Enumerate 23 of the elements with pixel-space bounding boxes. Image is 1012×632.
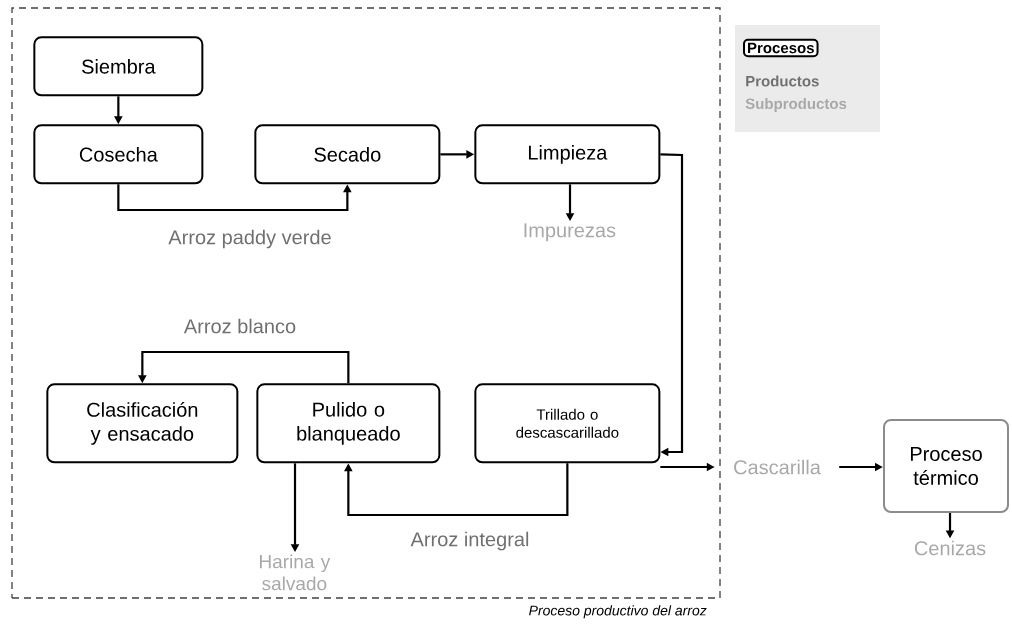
edge-label: Arroz paddy verde: [166, 227, 334, 251]
byproduct-text: Harina y salvado: [260, 554, 331, 591]
dashed-region: [11, 7, 721, 599]
process-box: Secado: [254, 124, 441, 185]
edge-label: Arroz integral: [408, 529, 532, 553]
legend-item: Productos: [746, 75, 819, 87]
legend-item: Procesos: [743, 38, 819, 58]
process-box: Clasificación y ensacado: [46, 383, 239, 464]
byproduct-text: Impurezas: [524, 223, 616, 242]
process-box: Proceso térmico: [883, 419, 1009, 513]
arrow: [138, 350, 350, 384]
byproduct-text: Cenizas: [914, 540, 986, 556]
edge-label: Arroz blanco: [181, 316, 299, 336]
process-box: Siembra: [33, 36, 204, 97]
legend-item: Subproductos: [745, 98, 847, 112]
process-box: Pulido o blanqueado: [256, 383, 441, 464]
arrow: [660, 153, 684, 457]
process-box: Cosecha: [33, 124, 204, 185]
process-box: Trillado o descascarillado: [474, 383, 661, 464]
caption: Proceso productivo del arroz: [529, 605, 707, 619]
byproduct-text: Cascarilla: [734, 459, 821, 475]
arrow: [344, 463, 569, 517]
process-box: Limpieza: [474, 124, 661, 185]
